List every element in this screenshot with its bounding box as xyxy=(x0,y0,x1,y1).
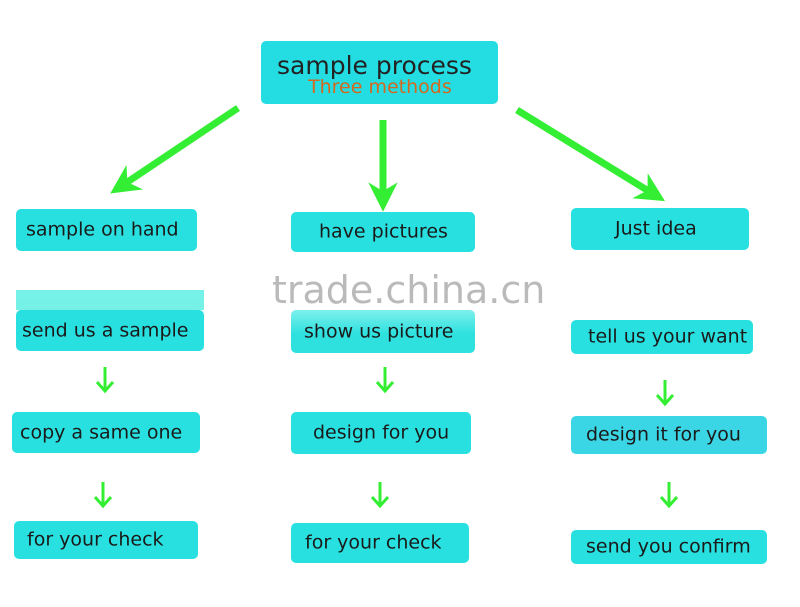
decorative-band xyxy=(16,290,204,310)
down-arrow-col3-1 xyxy=(655,380,675,407)
process-subtitle: Three methods xyxy=(308,76,452,98)
step-box-col3-3: send you confirm xyxy=(571,530,767,564)
step-label-col3-3: send you confirm xyxy=(586,535,751,558)
step-box-col1-1: send us a sample xyxy=(16,310,204,351)
arrow-right xyxy=(515,107,666,202)
step-box-col2-3: for your check xyxy=(291,523,469,563)
header-label-col3: Just idea xyxy=(615,217,697,240)
step-box-col3-2: design it for you xyxy=(571,416,767,454)
step-label-col2-2: design for you xyxy=(313,421,450,444)
header-label-col2: have pictures xyxy=(319,220,448,243)
watermark: trade.china.cn xyxy=(272,268,546,312)
step-label-col1-1: send us a sample xyxy=(22,319,189,341)
header-box-col2: have pictures xyxy=(291,212,475,252)
step-label-col3-2: design it for you xyxy=(586,423,741,446)
step-label-col2-3: for your check xyxy=(305,531,442,554)
step-label-col1-3: for your check xyxy=(27,528,164,551)
down-arrow-col2-1 xyxy=(375,367,395,394)
header-box-col3: Just idea xyxy=(571,208,749,250)
down-arrow-col1-2 xyxy=(93,482,113,509)
step-box-col2-1: show us picture xyxy=(291,310,475,353)
process-title: sample process xyxy=(277,51,472,80)
arrow-left xyxy=(110,105,240,194)
step-label-col3-1: tell us your want xyxy=(588,325,748,348)
header-box-col1: sample on hand xyxy=(16,209,197,251)
step-box-col1-3: for your check xyxy=(14,521,198,559)
step-box-col3-1: tell us your want xyxy=(571,320,753,354)
down-arrow-col2-2 xyxy=(370,482,390,509)
step-box-col2-2: design for you xyxy=(291,412,471,454)
step-box-col1-2: copy a same one xyxy=(12,412,200,453)
step-label-col1-2: copy a same one xyxy=(20,421,183,443)
down-arrow-col1-1 xyxy=(95,367,115,394)
step-label-col2-1: show us picture xyxy=(304,320,454,342)
header-label-col1: sample on hand xyxy=(26,218,179,241)
process-title-box: sample process Three methods xyxy=(261,41,498,104)
down-arrow-col3-2 xyxy=(659,482,679,509)
